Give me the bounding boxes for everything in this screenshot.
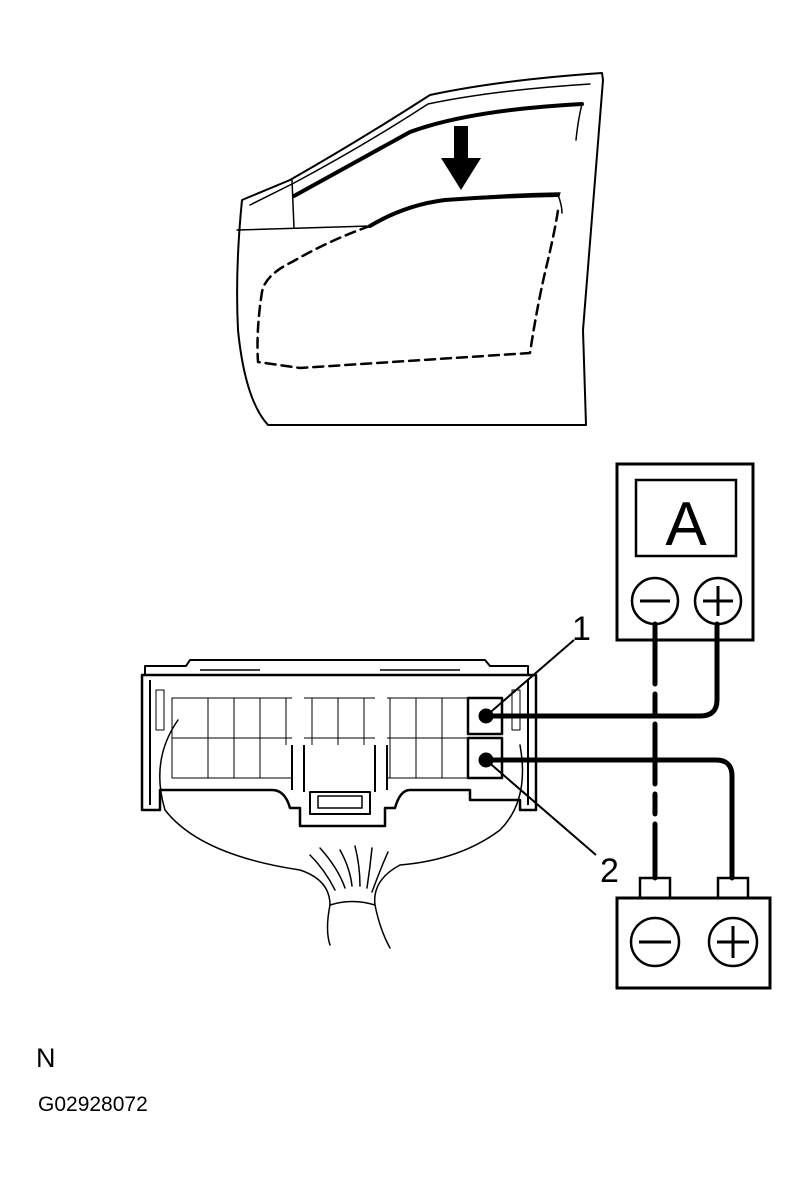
- callout-1-label: 1: [572, 610, 591, 648]
- callout-1-leader: [485, 639, 575, 717]
- ammeter-display: [634, 478, 738, 558]
- battery-negative-terminal: [629, 916, 681, 968]
- door-outline: [236, 72, 604, 426]
- glass-dashed-outline: [256, 208, 560, 370]
- footer-letter: N: [36, 1043, 56, 1073]
- down-arrow-icon: [441, 126, 481, 190]
- lead-terminal-1-to-meter-positive: [483, 621, 720, 719]
- module-top-lip: [144, 659, 529, 676]
- battery-positive-terminal: [707, 916, 759, 968]
- callout-2-leader: [485, 759, 597, 856]
- battery-positive-post: [716, 876, 750, 900]
- door-frame-inner: [249, 83, 591, 206]
- battery: [615, 876, 772, 990]
- test-leads: [483, 621, 735, 881]
- battery-negative-post: [638, 876, 672, 900]
- module-latch: [309, 791, 371, 815]
- window-upper-edge: [292, 102, 584, 198]
- ammeter-display-letter: A: [665, 490, 707, 559]
- figure-code: G02928072: [38, 1093, 148, 1116]
- callout-leaders: [485, 639, 597, 856]
- pin-grid: [155, 689, 521, 779]
- ammeter-body: [615, 462, 755, 642]
- car-door: [236, 72, 604, 426]
- connector-module: [140, 659, 538, 828]
- module-latch-inner: [317, 795, 363, 809]
- battery-body: [615, 896, 772, 990]
- module-body: [140, 673, 538, 828]
- mirror-post: [291, 179, 295, 229]
- lead-terminal-2-to-battery-positive: [483, 757, 735, 881]
- wire-harness: [159, 719, 524, 949]
- callout-2-label: 2: [600, 852, 619, 890]
- glass-right-edge: [557, 194, 563, 214]
- glass-top-edge: [368, 193, 560, 228]
- window-right-edge: [575, 103, 583, 141]
